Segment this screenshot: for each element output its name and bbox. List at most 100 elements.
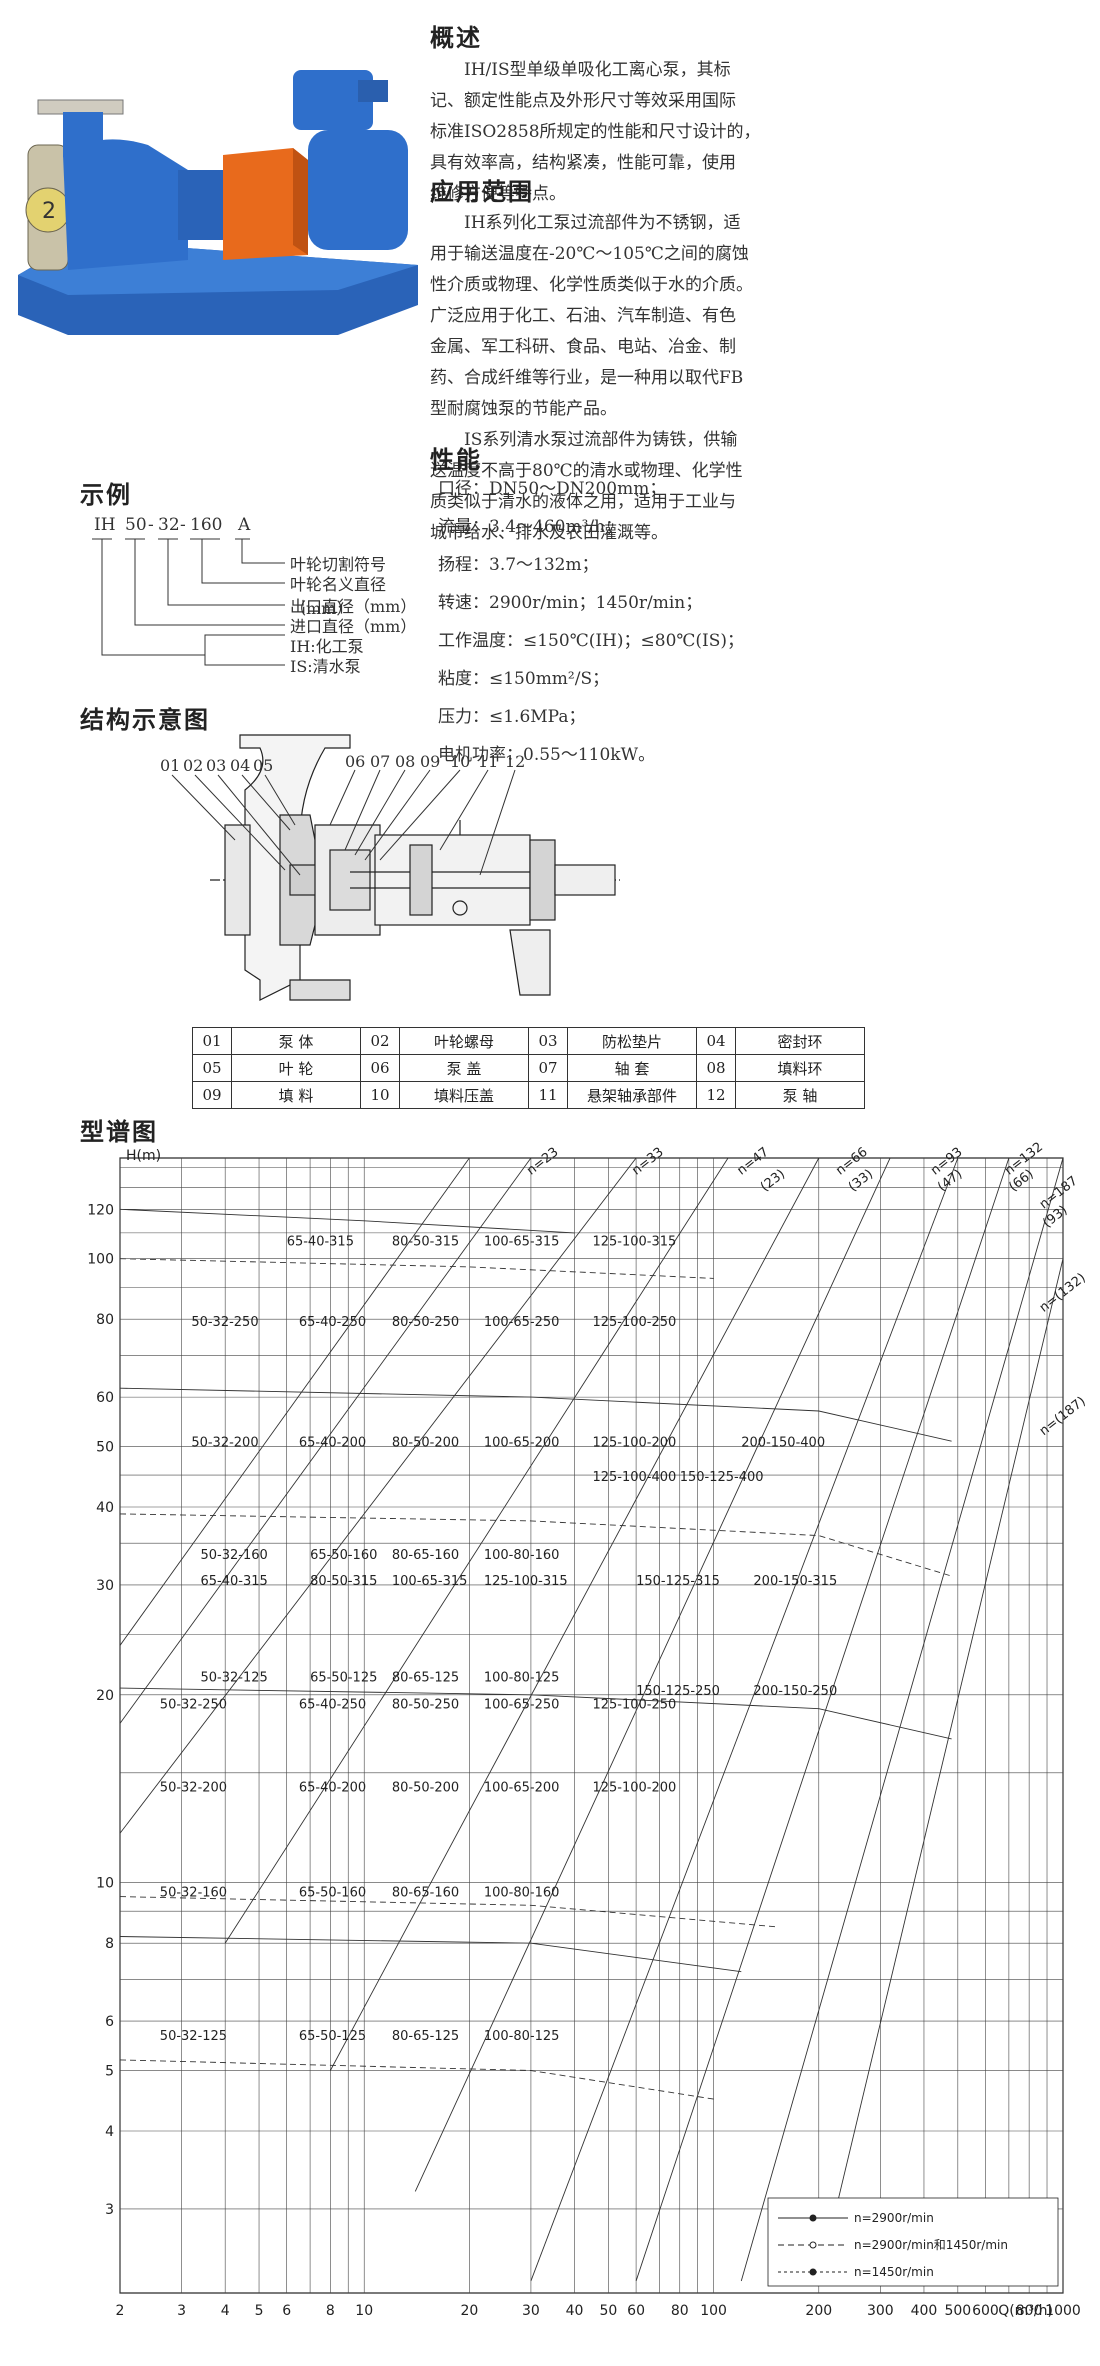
model-label: 125-100-400 bbox=[592, 1470, 676, 1485]
part-no: 01 bbox=[192, 1027, 232, 1055]
overview-line: 维修方便等特点。 bbox=[430, 184, 566, 204]
model-label: 50-32-125 bbox=[160, 2029, 227, 2044]
application-line: IH系列化工泵过流部件为不锈钢，适 bbox=[464, 213, 741, 233]
callout-leaders bbox=[171, 769, 516, 876]
model-label: 100-65-315 bbox=[392, 1574, 468, 1589]
callout-04: 04 bbox=[230, 756, 251, 775]
head-curve bbox=[119, 1687, 952, 1740]
callout-09: 09 bbox=[420, 752, 441, 771]
legend-marker bbox=[809, 2214, 817, 2222]
speed-line bbox=[119, 1157, 532, 1724]
example-title: 示例 bbox=[80, 481, 132, 509]
speed-line bbox=[635, 1157, 1010, 2282]
part-no: 05 bbox=[192, 1054, 232, 1082]
table-row: 09 填 料 10 填料压盖 11 悬架轴承部件 12 泵 轴 bbox=[192, 1081, 865, 1109]
y-tick-label: 40 bbox=[96, 1500, 114, 1516]
part-name: 叶轮螺母 bbox=[399, 1027, 529, 1055]
y-tick-label: 60 bbox=[96, 1390, 114, 1406]
model-label: 100-65-250 bbox=[484, 1315, 560, 1330]
model-label: 80-65-125 bbox=[392, 1671, 459, 1686]
code-leader-lines bbox=[92, 538, 285, 666]
part-no: 12 bbox=[696, 1081, 736, 1109]
speed-line-label: n=33 bbox=[629, 1145, 666, 1179]
part-name: 叶 轮 bbox=[231, 1054, 361, 1082]
application-line: 药、合成纤维等行业，是一种用以取代FB bbox=[430, 368, 744, 388]
model-label: 50-32-200 bbox=[191, 1436, 258, 1451]
x-tick-label: 1000 bbox=[1045, 2303, 1081, 2319]
pump-illustration: 2 bbox=[18, 70, 418, 335]
overview-line: 标准ISO2858所规定的性能和尺寸设计的， bbox=[430, 122, 761, 142]
table-row: 05 叶 轮 06 泵 盖 07 轴 套 08 填料环 bbox=[192, 1054, 865, 1082]
y-tick-label: 80 bbox=[96, 1312, 114, 1328]
code-impeller: 160 bbox=[190, 515, 223, 535]
model-label: 100-65-315 bbox=[484, 1234, 560, 1249]
performance-item: 工作温度：≤150℃(IH)；≤80℃(IS)； bbox=[438, 631, 745, 651]
callout-05: 05 bbox=[253, 756, 274, 775]
application-title: 应用范围 bbox=[430, 178, 534, 206]
model-label: 100-80-125 bbox=[484, 2029, 560, 2044]
y-tick-label: 10 bbox=[96, 1876, 114, 1892]
speed-line bbox=[224, 1157, 729, 1944]
callout-12: 12 bbox=[505, 752, 526, 771]
callout-01: 01 bbox=[160, 756, 181, 775]
x-tick-label: 4 bbox=[221, 2303, 230, 2319]
speed-line bbox=[329, 1157, 820, 2071]
y-tick-label: 5 bbox=[105, 2064, 114, 2080]
code-label-ih: IH:化工泵 bbox=[290, 637, 364, 656]
model-code-diagram: IH 50 - 32 - 160 A 叶轮切割符号 叶轮名义直径（mm） 出口直… bbox=[90, 515, 417, 676]
model-label: 50-32-200 bbox=[160, 1780, 227, 1795]
model-label: 80-50-200 bbox=[392, 1780, 459, 1795]
part-name: 轴 套 bbox=[567, 1054, 697, 1082]
x-tick-label: 300 bbox=[867, 2303, 894, 2319]
performance-item: 流量：3.4～460m³/h； bbox=[438, 517, 623, 537]
speed-line bbox=[119, 1157, 470, 1646]
legend-label: n=2900r/min bbox=[854, 2211, 934, 2225]
x-tick-label: 20 bbox=[460, 2303, 478, 2319]
x-tick-label: 80 bbox=[671, 2303, 689, 2319]
y-axis-label: H(m) bbox=[126, 1148, 161, 1164]
x-tick-label: 30 bbox=[522, 2303, 540, 2319]
speed-line-label: (23) bbox=[758, 1167, 788, 1195]
overview-text: IH/IS型单级单吸化工离心泵，其标 记、额定性能点及外形尺寸等效采用国际 标准… bbox=[430, 55, 1090, 210]
part-no: 03 bbox=[528, 1027, 568, 1055]
x-tick-label: 3 bbox=[177, 2303, 186, 2319]
legend-marker bbox=[809, 2268, 817, 2276]
x-tick-label: 600 bbox=[972, 2303, 999, 2319]
part-no: 09 bbox=[192, 1081, 232, 1109]
x-tick-label: 8 bbox=[326, 2303, 335, 2319]
code-sep: - bbox=[148, 515, 154, 535]
y-tick-label: 8 bbox=[105, 1936, 114, 1952]
overview-line: 记、额定性能点及外形尺寸等效采用国际 bbox=[430, 91, 736, 111]
performance-list: 口径：DN50～DN200mm； 流量：3.4～460m³/h； 扬程：3.7～… bbox=[438, 470, 1088, 774]
code-label-impeller: 叶轮名义直径（mm） bbox=[290, 575, 387, 618]
performance-title: 性能 bbox=[430, 446, 482, 474]
model-label: 100-80-125 bbox=[484, 1671, 560, 1686]
callout-10: 10 bbox=[450, 752, 471, 771]
performance-item: 压力：≤1.6MPa； bbox=[438, 707, 586, 727]
model-label: 125-100-250 bbox=[592, 1698, 676, 1713]
application-line: 型耐腐蚀泵的节能产品。 bbox=[430, 399, 617, 419]
x-tick-label: 200 bbox=[805, 2303, 832, 2319]
part-no: 10 bbox=[360, 1081, 400, 1109]
part-name: 泵 体 bbox=[231, 1027, 361, 1055]
application-line: 城市给水、排水及农田灌溉等。 bbox=[430, 523, 668, 543]
code-label-cut: 叶轮切割符号 bbox=[290, 555, 387, 574]
structure-title: 结构示意图 bbox=[80, 706, 210, 734]
callout-08: 08 bbox=[395, 752, 416, 771]
model-label: 65-40-200 bbox=[299, 1436, 366, 1451]
part-no: 04 bbox=[696, 1027, 736, 1055]
model-label: 65-40-315 bbox=[287, 1234, 354, 1249]
x-tick-label: 5 bbox=[255, 2303, 264, 2319]
code-label-outlet: 出口直径（mm） bbox=[290, 597, 417, 616]
callout-03: 03 bbox=[206, 756, 227, 775]
legend-label: n=2900r/min和1450r/min bbox=[854, 2238, 1008, 2252]
part-no: 02 bbox=[360, 1027, 400, 1055]
model-label: 65-40-200 bbox=[299, 1780, 366, 1795]
speed-line-label: n=47 bbox=[735, 1145, 772, 1179]
model-label: 125-100-200 bbox=[592, 1780, 676, 1795]
pump-photo: 2 bbox=[8, 60, 420, 335]
pump-cross-section bbox=[210, 734, 620, 1001]
callout-06: 06 bbox=[345, 752, 366, 771]
